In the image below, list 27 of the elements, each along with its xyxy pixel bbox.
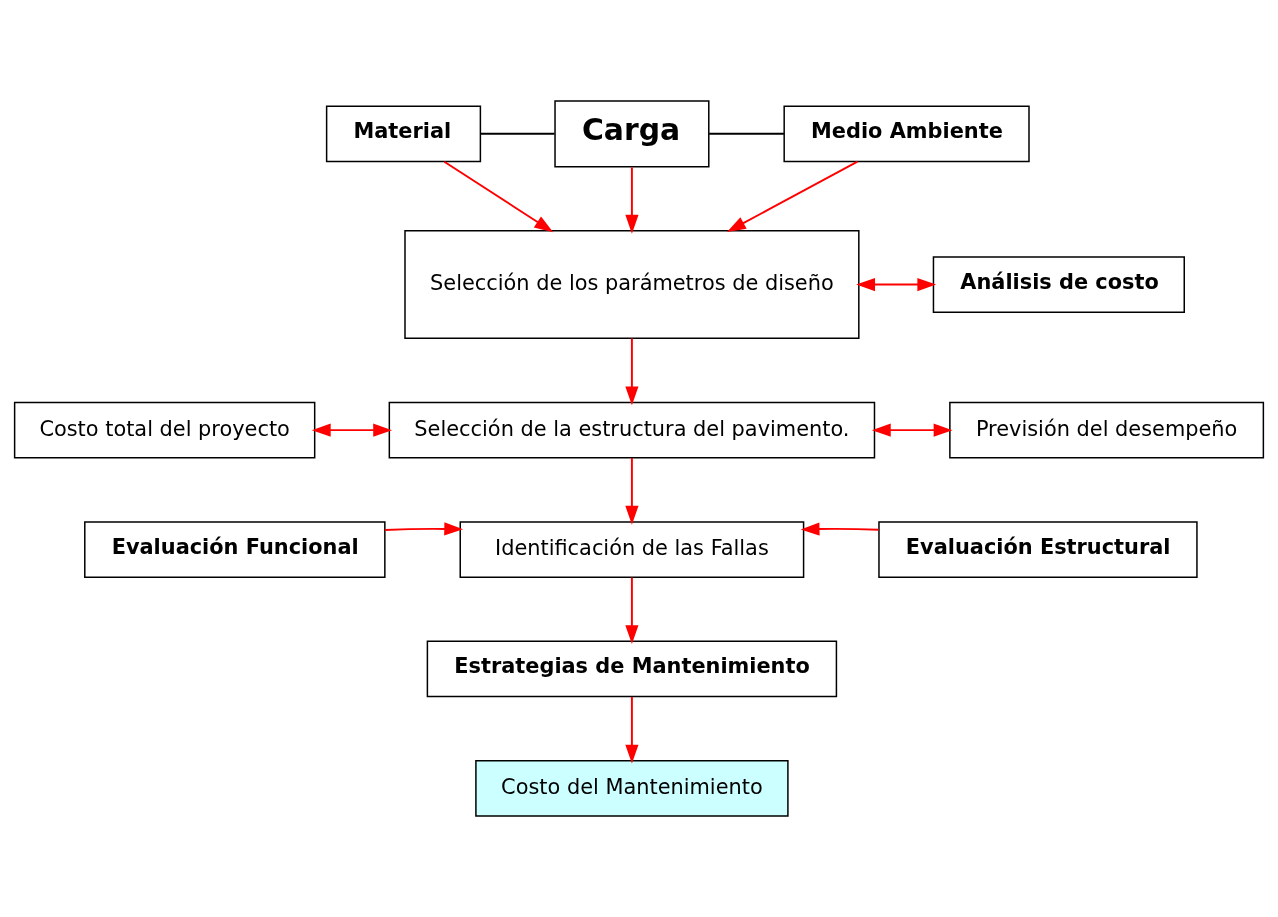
node-box: Estrategias de Mantenimiento [426,640,838,698]
node-box: Costo del Mantenimiento [475,760,789,817]
node-box: Análisis de costo [932,256,1185,313]
node-box: Selección de la estructura del pavimento. [388,401,876,459]
node-box: Identificación de las Fallas [459,521,805,578]
node-box: Evaluación Funcional [84,521,386,578]
node-box: Previsión del desempeño [949,401,1265,459]
node-box: Selección de los parámetros de diseño [404,230,860,340]
arrow [383,522,464,536]
arrow [311,423,393,437]
node-box: Evaluación Estructural [878,521,1198,578]
arrow [625,576,639,645]
arrow [443,160,554,233]
node-box: Carga [554,100,710,168]
connector [479,132,556,135]
arrow [800,522,880,536]
node-box: Costo total del proyecto [13,401,316,459]
connector [708,132,785,135]
node-box: Medio Ambiente [783,105,1030,163]
arrow [625,166,639,234]
node-box: Material [325,105,482,163]
arrow [625,457,639,525]
arrow [625,695,639,764]
arrow [871,423,953,437]
arrow [856,278,937,292]
arrow [726,160,859,232]
arrow [625,337,639,406]
